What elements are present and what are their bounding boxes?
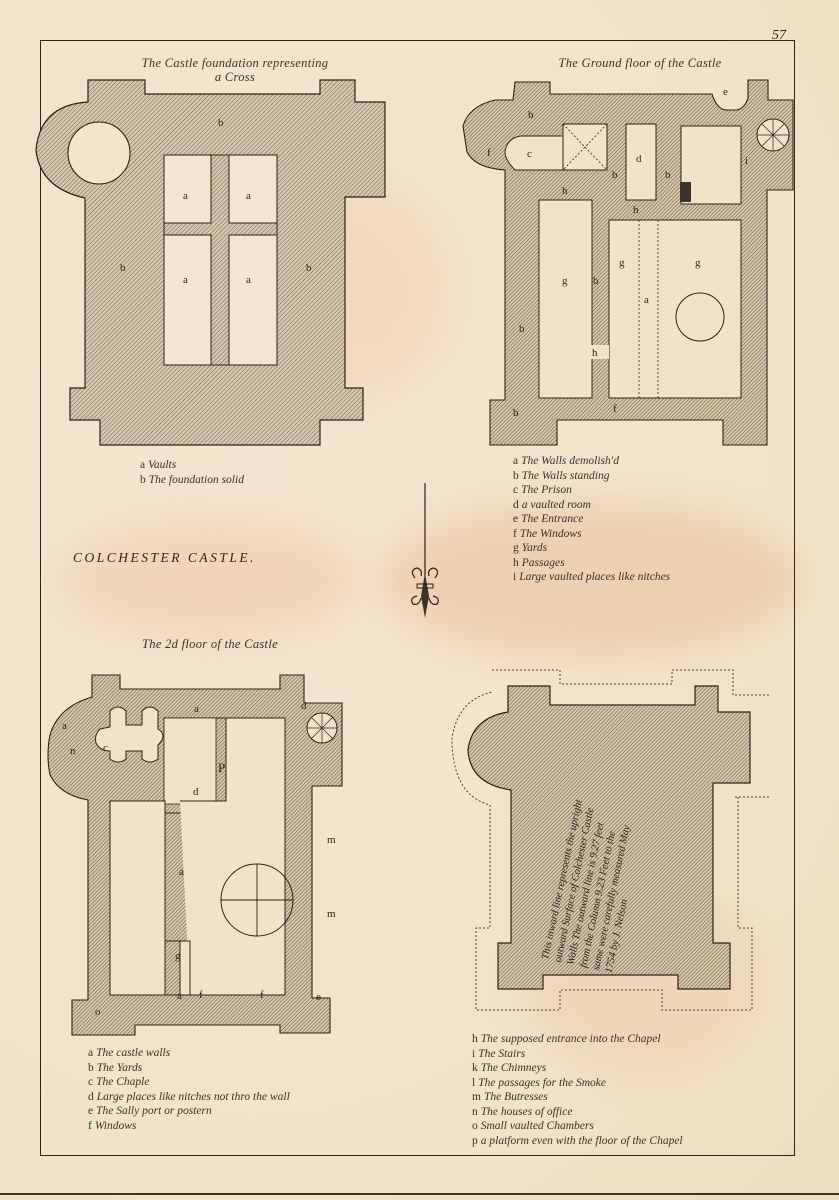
label-n: n [70, 745, 76, 757]
label-g: g [619, 257, 625, 269]
label-a: a [183, 274, 188, 286]
label-h: h [592, 347, 598, 359]
label-b: b [519, 323, 525, 335]
page-edge [0, 1193, 839, 1195]
label-e: e [316, 991, 321, 1003]
label-b: b [528, 109, 534, 121]
fleur-de-lis-north-arrow-icon [411, 483, 439, 618]
label-a: a [183, 190, 188, 202]
label-a: a [62, 720, 67, 732]
paper-stain [380, 500, 800, 660]
label-d: d [636, 153, 642, 165]
label-a: a [246, 190, 251, 202]
label-h: h [633, 204, 639, 216]
label-c: c [527, 148, 532, 160]
label-b: b [120, 262, 126, 274]
plate-border [40, 40, 795, 1156]
label-i: i [745, 155, 748, 167]
label-o: o [95, 1006, 101, 1018]
second-floor-title: The 2d floor of the Castle [142, 637, 278, 651]
label-a: a [246, 274, 251, 286]
page-number: 57 [772, 28, 786, 43]
ground-floor-title: The Ground floor of the Castle [558, 56, 722, 70]
foundation-title: The Castle foundation representing a Cro… [141, 56, 329, 84]
ground-floor-plan: b c f d b b e i h h g g g b a b h f b [462, 79, 794, 446]
label-m: m [327, 908, 336, 920]
label-h: h [562, 185, 568, 197]
label-b: b [218, 117, 224, 129]
label-g: g [562, 275, 568, 287]
label-b: b [665, 169, 671, 181]
label-f: f [487, 147, 491, 159]
label-g: g [695, 257, 701, 269]
label-a: a [179, 866, 184, 878]
label-f: f [199, 989, 203, 1001]
label-b: b [306, 262, 312, 274]
label-a: a [194, 703, 199, 715]
outline-plan: This inward line represents the upright … [451, 669, 770, 1011]
label-a: a [644, 294, 649, 306]
second-floor-plan: a n c a d P d a g a f f e m m k o [47, 674, 343, 1036]
label-b: b [513, 407, 519, 419]
label-b: b [593, 275, 599, 287]
label-c: c [103, 742, 108, 754]
label-d: d [193, 786, 199, 798]
label-d: d [301, 700, 307, 712]
label-a: a [177, 990, 182, 1002]
label-f: f [613, 403, 617, 415]
label-e: e [723, 86, 728, 98]
label-b: b [612, 169, 618, 181]
paper-stain [60, 520, 360, 640]
label-p: P [218, 760, 225, 775]
label-m: m [327, 834, 336, 846]
plate-caption: COLCHESTER CASTLE. [73, 550, 257, 565]
label-f: f [260, 989, 264, 1001]
foundation-plan: b a a a a b b [35, 79, 386, 446]
label-g: g [175, 950, 181, 962]
